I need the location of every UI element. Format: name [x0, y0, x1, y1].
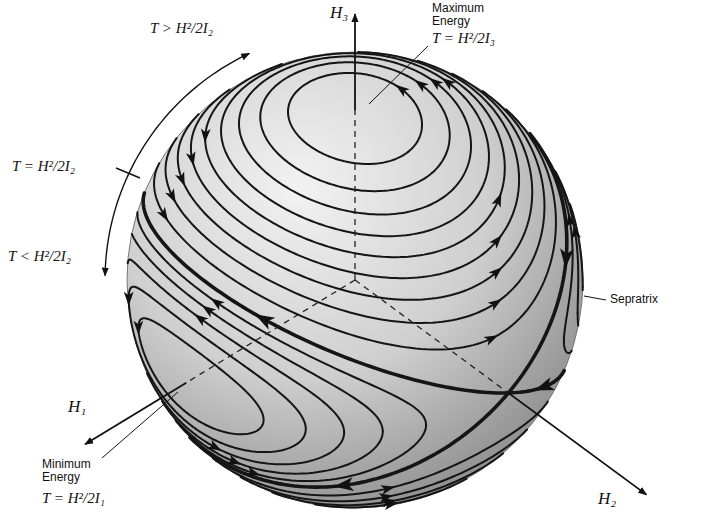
- polhode-curve: [191, 90, 242, 224]
- leader-line: [102, 392, 178, 458]
- flow-arrowhead: [124, 292, 134, 306]
- flow-arrowhead: [252, 308, 276, 330]
- polhode-curve: [582, 287, 584, 290]
- curve-label: Sepratrix: [610, 293, 658, 306]
- axis-label: H₁: [68, 398, 86, 417]
- flow-arrowhead: [165, 188, 180, 205]
- flow-arrowhead: [186, 151, 199, 167]
- energy-range-label: T = H²/2I₂: [12, 158, 75, 175]
- polhode-curves: [124, 52, 583, 510]
- energy-formula: T = H²/2I₁: [42, 490, 105, 507]
- flow-arrowhead: [412, 76, 429, 92]
- leader-line: [584, 296, 606, 300]
- flow-arrowhead: [157, 207, 173, 224]
- polhode-curve: [252, 52, 505, 257]
- axis-arrow: [85, 383, 186, 445]
- arc-tick: [116, 168, 140, 178]
- hidden-axis: [186, 280, 355, 383]
- polhode-curve: [178, 114, 233, 238]
- axes: [85, 14, 646, 495]
- hidden-axis: [355, 280, 508, 393]
- flow-arrowhead: [564, 212, 576, 227]
- polhode-curve: [137, 212, 426, 425]
- polhode-curve: [147, 373, 344, 464]
- flow-arrowhead: [488, 295, 505, 311]
- polhode-curve: [129, 287, 306, 452]
- flow-arrowhead: [200, 128, 211, 143]
- flow-arrowhead: [333, 477, 354, 493]
- flow-arrowhead: [192, 310, 209, 326]
- energy-formula: T = H²/2I₃: [432, 30, 495, 47]
- energy-range-arc: [105, 53, 249, 275]
- flow-arrowhead: [393, 81, 410, 97]
- flow-arrowhead: [380, 482, 396, 495]
- polhode-curve: [176, 421, 426, 481]
- sphere: [127, 52, 583, 508]
- hidden-axis: [354, 111, 355, 280]
- flow-arrowhead: [226, 455, 243, 469]
- flow-arrowhead: [489, 263, 506, 280]
- energy-range-label: T < H²/2I₂: [8, 248, 71, 265]
- flow-arrowhead: [426, 74, 443, 90]
- flow-arrowhead: [489, 232, 506, 249]
- polhode-curve: [508, 134, 566, 393]
- flow-arrowhead: [483, 331, 500, 346]
- flow-arrowhead: [558, 248, 573, 269]
- axis-arrow: [508, 393, 646, 495]
- polhode-curve: [577, 313, 580, 326]
- polhode-curve: [564, 341, 572, 353]
- flow-arrowhead: [208, 294, 225, 310]
- flow-arrowhead: [532, 377, 555, 397]
- polhode-curve: [166, 138, 225, 252]
- axis-label: H₂: [598, 490, 616, 509]
- polhode-curve: [162, 402, 383, 474]
- flow-arrowhead: [569, 224, 581, 239]
- polhode-curve: [205, 64, 282, 209]
- axis-label: H₃: [330, 4, 348, 23]
- polhode-curve: [143, 193, 508, 393]
- flow-arrowhead: [492, 191, 506, 208]
- flow-arrowhead: [199, 301, 216, 317]
- flow-arrowhead: [246, 466, 262, 479]
- polhode-curve: [190, 393, 508, 487]
- polhode-curve: [233, 74, 532, 300]
- point-label: Maximum Energy: [432, 2, 498, 28]
- flow-arrowhead: [133, 321, 143, 335]
- flow-arrowhead: [383, 498, 398, 510]
- axis-arrow: [354, 14, 356, 111]
- point-label: Minimum Energy: [42, 458, 108, 484]
- polhode-curve: [242, 61, 519, 278]
- flow-arrowhead: [207, 440, 224, 455]
- polhode-curve: [224, 91, 544, 323]
- polhode-curve: [128, 260, 344, 433]
- leader-line: [369, 46, 428, 104]
- flow-arrowhead: [175, 171, 189, 188]
- energy-range-label: T > H²/2I₂: [150, 20, 213, 37]
